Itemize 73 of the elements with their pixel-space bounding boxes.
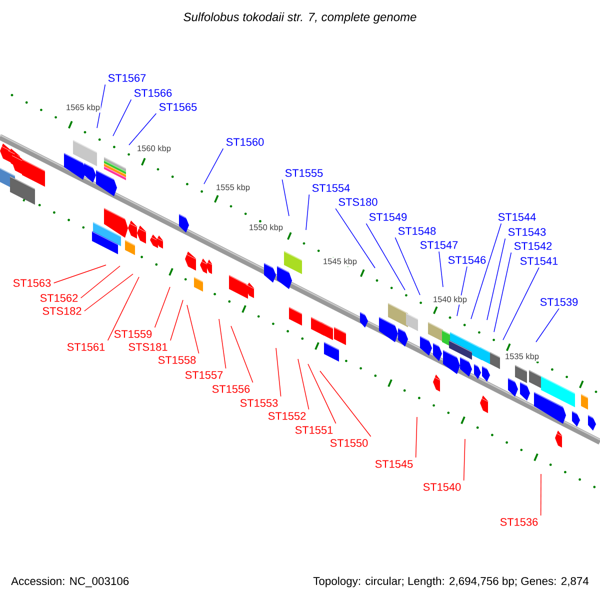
gene-label: ST1567 (108, 74, 146, 82)
leader-line (335, 208, 376, 268)
gene-label: ST1559 (114, 330, 152, 338)
gene-label: ST1543 (508, 228, 546, 236)
leader-line (170, 300, 184, 341)
gene-label: STS181 (128, 343, 168, 351)
scale-label: 1565 kbp (65, 103, 101, 113)
leader-line (306, 194, 310, 230)
gene-label: STS180 (338, 198, 378, 206)
leader-line (502, 267, 540, 340)
leader-line (186, 304, 200, 354)
leader-line (438, 251, 444, 288)
gene-label: ST1556 (212, 385, 250, 393)
gene-label: ST1560 (226, 138, 264, 146)
gene-label: STS182 (42, 307, 82, 315)
leader-line (84, 274, 134, 312)
leader-line (282, 179, 290, 216)
gene-label: ST1552 (268, 412, 306, 420)
gene-label: ST1536 (500, 518, 538, 526)
leader-line (415, 416, 418, 458)
leader-line (308, 364, 336, 424)
leader-line (230, 326, 254, 383)
scale-label: 1535 kbp (504, 352, 540, 362)
leader-line (96, 84, 106, 128)
gene-label: ST1551 (295, 426, 333, 434)
leader-line (494, 252, 512, 332)
scale-label: 1540 kbp (432, 295, 468, 305)
footer-text: Accession: NC_003106 (10, 576, 130, 588)
gene-label: ST1550 (330, 439, 368, 447)
leader-line (540, 474, 542, 516)
gene-label: ST1562 (40, 294, 78, 302)
leader-line (128, 113, 157, 146)
gene-label: ST1557 (185, 371, 223, 379)
leader-line (107, 276, 140, 341)
scale-label: 1560 kbp (136, 144, 172, 154)
gene-label: ST1541 (520, 257, 558, 265)
leader-line (394, 237, 420, 296)
gene-label: ST1545 (375, 460, 413, 468)
leader-line (298, 358, 310, 410)
scale-label: 1545 kbp (322, 257, 358, 267)
footer-text: Topology: circular; Length: 2,694,756 bp; Genes: 2,874 (312, 576, 590, 588)
gene-label: ST1554 (312, 184, 350, 192)
gene-label: ST1563 (13, 279, 51, 287)
gene-label: ST1540 (423, 483, 461, 491)
gene-label: ST1565 (159, 103, 197, 111)
leader-line (470, 223, 502, 320)
leader-line (276, 348, 282, 397)
leader-line (486, 238, 506, 320)
leader-line (112, 99, 132, 136)
leader-line (536, 308, 560, 342)
leader-line (53, 264, 106, 284)
gene-label: ST1539 (540, 298, 578, 306)
gene-label: ST1555 (285, 169, 323, 177)
leader-line (204, 148, 224, 184)
gene-label: ST1544 (498, 213, 536, 221)
gene-label: ST1561 (67, 343, 105, 351)
gene-label: ST1549 (369, 213, 407, 221)
gene-label: ST1542 (514, 242, 552, 250)
scale-label: 1555 kbp (215, 183, 251, 193)
scale-label: 1550 kbp (248, 223, 284, 233)
leader-line (80, 266, 120, 298)
gene-label: ST1566 (134, 89, 172, 97)
leader-line (463, 438, 466, 481)
gene-label: ST1548 (398, 227, 436, 235)
gene-label: ST1547 (420, 241, 458, 249)
leader-line (154, 286, 170, 328)
gene-label: ST1558 (158, 356, 196, 364)
title: Sulfolobus tokodaii str. 7, complete genome (184, 12, 416, 24)
gene-label: ST1546 (448, 256, 486, 264)
leader-line (320, 370, 372, 437)
leader-line (218, 318, 226, 369)
gene-label: ST1553 (240, 399, 278, 407)
leader-line (366, 223, 406, 290)
